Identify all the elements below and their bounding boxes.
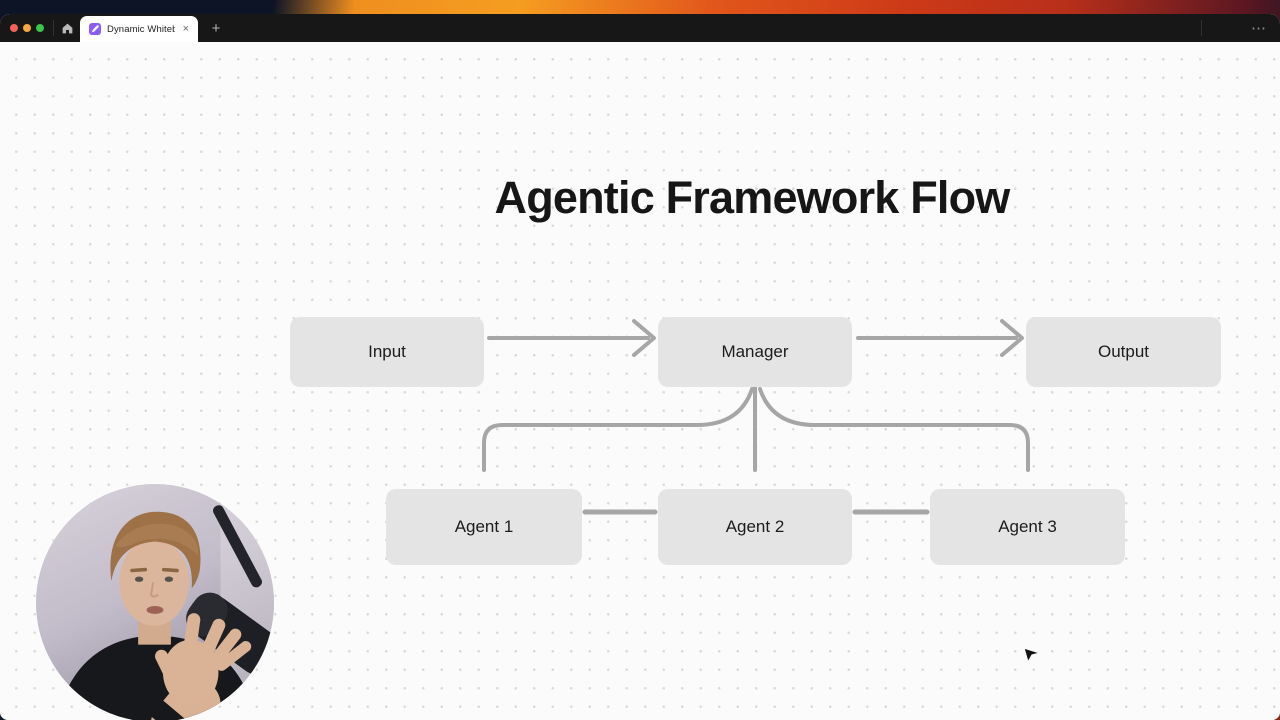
- more-button[interactable]: ⋯: [1251, 20, 1267, 37]
- diagram-node-agent-2[interactable]: Agent 2: [658, 489, 852, 565]
- diagram-node-manager[interactable]: Manager: [658, 317, 852, 387]
- edge-manager-output-arrowhead: [1000, 319, 1024, 357]
- diagram-node-agent-1[interactable]: Agent 1: [386, 489, 582, 565]
- maximize-button[interactable]: [36, 24, 44, 32]
- whiteboard-canvas[interactable]: Agentic Framework Flow Input Manager Out…: [0, 42, 1280, 720]
- diagram-node-input[interactable]: Input: [290, 317, 484, 387]
- mouse-cursor: [1023, 647, 1042, 664]
- diagram-node-output[interactable]: Output: [1026, 317, 1221, 387]
- pen-icon: [89, 23, 101, 35]
- tab-dynamic-whiteboard[interactable]: Dynamic Whiteboard ×: [80, 16, 198, 42]
- close-button[interactable]: [10, 24, 18, 32]
- diagram-node-agent-3[interactable]: Agent 3: [930, 489, 1125, 565]
- chrome-divider: [1201, 20, 1202, 36]
- new-tab-button[interactable]: +: [211, 19, 221, 37]
- chrome-divider: [53, 20, 54, 36]
- browser-chrome: Dynamic Whiteboard × + ⋯: [0, 14, 1280, 42]
- minimize-button[interactable]: [23, 24, 31, 32]
- browser-window: Dynamic Whiteboard × + ⋯ Agentic Framewo…: [0, 14, 1280, 720]
- edge-input-manager-arrowhead: [632, 319, 656, 357]
- webcam-overlay: [36, 484, 274, 720]
- close-icon[interactable]: ×: [182, 22, 189, 35]
- edge-manager-agent-3: [758, 387, 1030, 472]
- home-icon: [62, 23, 72, 33]
- home-button[interactable]: [56, 17, 78, 39]
- edge-manager-agent-1: [482, 387, 754, 472]
- presenter-illustration: [36, 484, 274, 720]
- tab-title: Dynamic Whiteboard: [107, 23, 175, 35]
- page-title[interactable]: Agentic Framework Flow: [494, 172, 1011, 223]
